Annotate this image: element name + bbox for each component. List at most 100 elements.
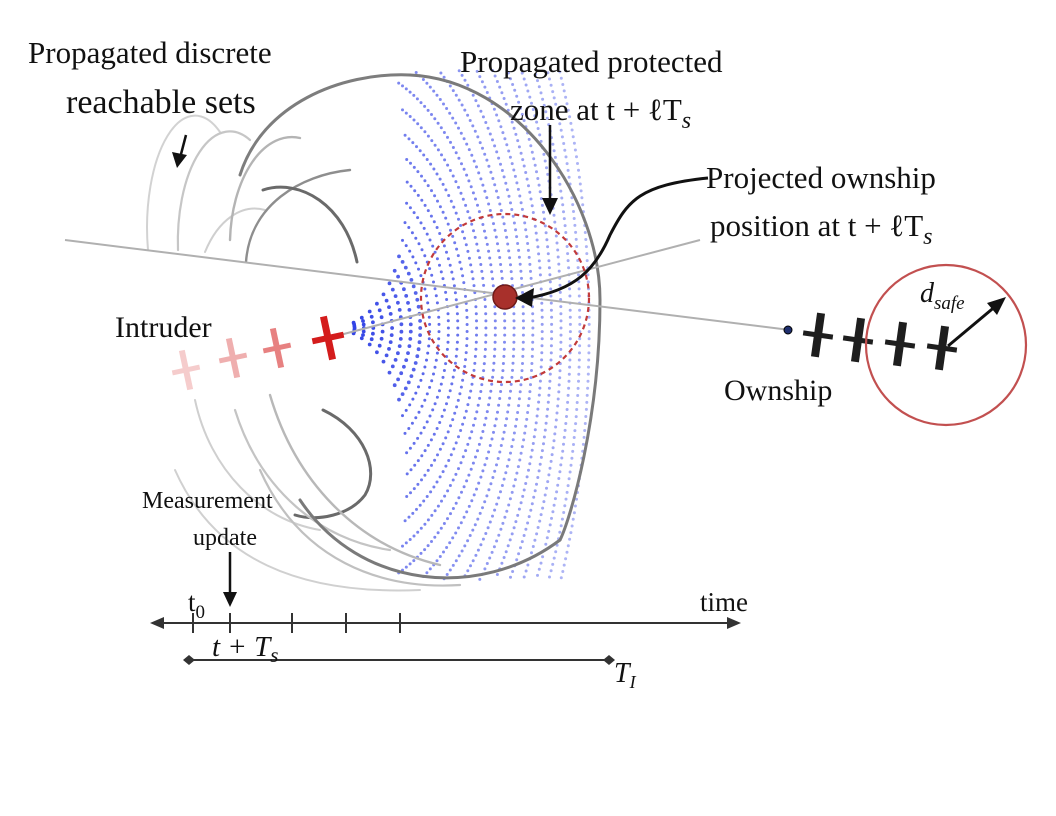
reachable-dot	[426, 443, 430, 447]
reachable-dot	[416, 304, 421, 309]
reachable-dot	[473, 523, 477, 527]
reachable-dot	[442, 102, 445, 106]
reachable-dot	[466, 569, 470, 573]
reachable-dot	[505, 188, 509, 192]
reachable-dot	[561, 570, 565, 573]
reachable-dot	[415, 297, 420, 302]
reachable-dot	[435, 172, 439, 176]
reachable-dot	[444, 188, 448, 192]
reachable-dot	[502, 347, 506, 351]
reachable-dot	[507, 403, 511, 407]
reachable-dot	[567, 175, 571, 179]
reachable-dot	[454, 211, 458, 215]
reachable-dot	[457, 435, 460, 439]
reachable-dot	[586, 372, 590, 376]
reachable-dot	[429, 162, 433, 166]
reachable-dot	[515, 471, 519, 475]
reachable-dot	[587, 351, 591, 355]
reachable-dot	[453, 411, 457, 415]
reachable-dot	[519, 501, 523, 505]
reachable-dot	[501, 437, 505, 441]
reachable-dot	[503, 515, 507, 519]
reachable-dot	[560, 456, 564, 460]
reachable-arc-1b	[146, 114, 221, 251]
reachable-dot	[557, 390, 561, 394]
reachable-dot	[455, 312, 459, 316]
propagated-dot-cloud	[351, 69, 591, 581]
reachable-dot	[430, 540, 433, 543]
reachable-dot	[450, 382, 454, 386]
reachable-dot	[559, 326, 563, 330]
t0-label-main: t	[188, 587, 196, 617]
reachable-dot	[472, 423, 475, 427]
reachable-dot	[396, 274, 400, 279]
reachable-dot	[544, 542, 548, 546]
reachable-dot	[484, 236, 488, 240]
reachable-dot	[476, 403, 480, 407]
reachable-dot	[521, 291, 524, 294]
reachable-dot	[446, 395, 450, 399]
t0-label-sub: 0	[196, 602, 206, 623]
reachable-dot	[446, 163, 450, 167]
reachable-dot	[471, 191, 475, 195]
reachable-dot	[578, 351, 581, 355]
reachable-dot	[577, 273, 580, 277]
reachable-dot	[367, 342, 372, 347]
reachable-dot	[412, 165, 416, 169]
reachable-dot	[430, 463, 433, 467]
reachable-dot	[406, 351, 410, 355]
reachable-dot	[568, 294, 572, 298]
reachable-dot	[485, 158, 489, 162]
reachable-dot	[540, 301, 544, 305]
reachable-dot	[540, 330, 544, 334]
reachable-dot	[414, 261, 418, 265]
reachable-dot	[524, 569, 528, 573]
reachable-dot	[457, 98, 461, 102]
reachable-dot	[465, 330, 469, 333]
reachable-dot	[464, 294, 467, 298]
reachable-arc-lower-1	[194, 399, 321, 531]
reachable-dot	[471, 528, 475, 532]
reachable-dot	[389, 333, 394, 337]
reachable-dot	[484, 532, 488, 535]
reachable-dot	[451, 418, 455, 422]
reachable-dot	[511, 361, 515, 365]
reachable-dot	[492, 107, 496, 111]
reachable-dot	[520, 369, 524, 373]
reachable-dot	[528, 390, 532, 394]
reachable-dot	[408, 446, 412, 450]
reachable-dot	[506, 544, 510, 548]
reachable-dot	[511, 214, 515, 218]
reachable-dot	[465, 323, 469, 326]
reachable-dot	[504, 550, 508, 554]
reachable-dot	[411, 511, 415, 515]
reachable-dot	[574, 230, 578, 234]
reachable-dot	[562, 435, 566, 439]
reachable-dot	[507, 249, 511, 253]
reachable-dot	[554, 418, 558, 422]
reachable-dot	[473, 417, 477, 421]
reachable-dot	[549, 459, 553, 463]
reachable-dot	[545, 414, 549, 418]
reachable-dot	[405, 180, 409, 184]
reachable-dot	[442, 131, 446, 134]
reachable-dot	[425, 294, 428, 298]
reachable-dot	[529, 276, 533, 280]
reachable-dot	[567, 379, 571, 383]
reachable-dot	[511, 368, 514, 372]
reachable-dot	[493, 74, 497, 78]
reachable-dot	[487, 488, 491, 492]
reachable-dot	[495, 502, 499, 506]
reachable-dot	[584, 407, 588, 411]
reachable-dot	[514, 132, 518, 136]
reachable-dot	[452, 368, 456, 372]
projection-line-intruder	[64, 239, 791, 331]
reachable-dot	[393, 294, 398, 298]
reachable-dot	[404, 87, 408, 91]
reachable-dot	[525, 177, 529, 181]
reachable-dot	[397, 81, 401, 85]
dsafe-radius-arrowhead	[987, 297, 1006, 315]
reachable-dot	[440, 414, 444, 418]
reachable-dot	[447, 459, 451, 462]
